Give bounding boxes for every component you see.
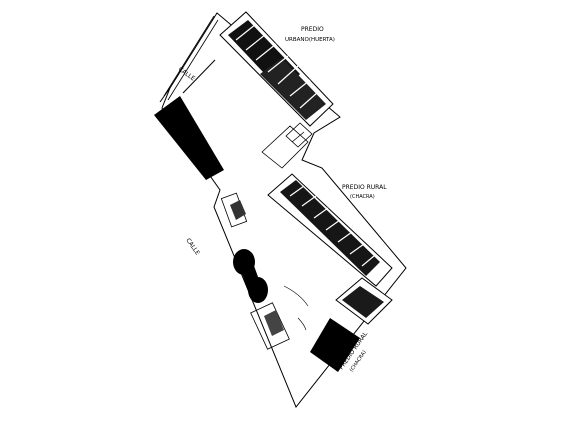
building-south-block (310, 277, 393, 372)
label-calle-left: CALLE (184, 237, 201, 257)
label-predio-urbano-2: URBANO(HUERTA) (285, 37, 335, 43)
building-east-wing (267, 173, 393, 287)
courtyard-features (220, 192, 309, 350)
building-west-block (154, 96, 224, 180)
label-predio-rural-1b: (CHACRA) (350, 194, 375, 200)
building-north-wing (219, 11, 334, 127)
street-edge (163, 15, 219, 101)
label-calle-top: CALLE (177, 66, 197, 83)
label-predio-rural-1: PREDIO RURAL (342, 184, 387, 191)
central-rooms (261, 122, 313, 169)
label-predio-urbano-1: PREDIO (301, 26, 324, 33)
